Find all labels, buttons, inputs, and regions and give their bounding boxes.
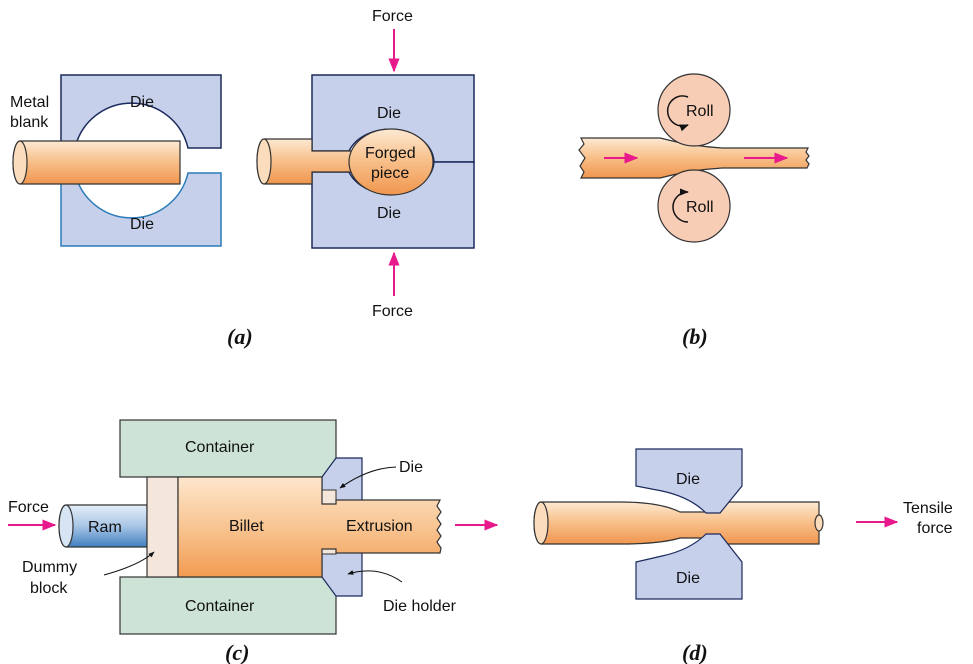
forged-bar-end bbox=[256, 138, 272, 185]
force-bottom-label: Force bbox=[372, 303, 413, 320]
container-bottom-label: Container bbox=[185, 598, 255, 615]
container-top-label: Container bbox=[185, 439, 255, 456]
dummy-block-label-1: Dummy bbox=[22, 559, 77, 576]
panel-d-drawing: Die Die Tensile force (d) bbox=[533, 448, 953, 664]
forged-piece bbox=[348, 128, 434, 196]
roll-top-rotation-icon bbox=[666, 95, 689, 132]
drawn-bar-end bbox=[814, 514, 824, 532]
draw-die-bottom bbox=[635, 533, 743, 600]
closed-die-bottom-label: Die bbox=[377, 205, 401, 222]
dummy-block bbox=[146, 476, 179, 578]
container-bottom bbox=[119, 576, 337, 635]
panel-a-forging: Metal blank Die Die Forged piece Die Die… bbox=[10, 8, 475, 349]
forged-piece-label-2: piece bbox=[371, 165, 409, 182]
draw-die-top-label: Die bbox=[676, 471, 700, 488]
extrusion-label: Extrusion bbox=[346, 518, 413, 535]
roll-bottom bbox=[657, 169, 731, 243]
container-top bbox=[119, 419, 337, 478]
open-die-upper bbox=[60, 74, 222, 149]
die-top bbox=[321, 489, 337, 505]
ram-end bbox=[58, 504, 74, 548]
force-label: Force bbox=[8, 499, 49, 516]
metal-blank bbox=[12, 140, 181, 185]
draw-die-bottom-label: Die bbox=[676, 570, 700, 587]
dummy-block-label-2: block bbox=[30, 580, 68, 597]
billet bbox=[177, 476, 442, 578]
billet-label: Billet bbox=[229, 518, 264, 535]
roll-top-label: Roll bbox=[686, 103, 714, 120]
die-bottom-label: Die bbox=[130, 216, 154, 233]
open-die-lower bbox=[60, 172, 222, 247]
die-holder-label: Die holder bbox=[383, 598, 457, 615]
tensile-label-1: Tensile bbox=[903, 500, 953, 517]
caption-c: (c) bbox=[225, 640, 249, 664]
metal-blank-label-1: Metal bbox=[10, 94, 49, 111]
forged-piece-label-1: Forged bbox=[365, 145, 416, 162]
roll-bottom-label: Roll bbox=[686, 199, 714, 216]
force-top-label: Force bbox=[372, 8, 413, 25]
roll-top bbox=[657, 73, 731, 147]
die-holder-leader bbox=[347, 570, 403, 583]
panel-c-extrusion: Container Container Ram Billet Extrusion… bbox=[8, 419, 499, 664]
ram-label: Ram bbox=[88, 519, 122, 536]
roll-bottom-rotation-icon bbox=[672, 188, 689, 223]
closed-die-top-label: Die bbox=[377, 105, 401, 122]
panel-b-rolling: Roll Roll (b) bbox=[578, 73, 810, 349]
drawn-bar bbox=[533, 501, 820, 545]
die-label: Die bbox=[399, 459, 423, 476]
tensile-label-2: force bbox=[917, 520, 953, 537]
drawn-bar-start bbox=[533, 501, 549, 545]
caption-b: (b) bbox=[682, 324, 708, 349]
caption-a: (a) bbox=[227, 324, 253, 349]
dummy-block-leader bbox=[103, 551, 155, 576]
metal-blank-label-2: blank bbox=[10, 114, 49, 131]
die-top-label: Die bbox=[130, 94, 154, 111]
draw-die-top bbox=[635, 448, 743, 514]
caption-d: (d) bbox=[682, 640, 708, 664]
metal-blank-end bbox=[12, 140, 28, 185]
die-leader bbox=[339, 466, 397, 489]
